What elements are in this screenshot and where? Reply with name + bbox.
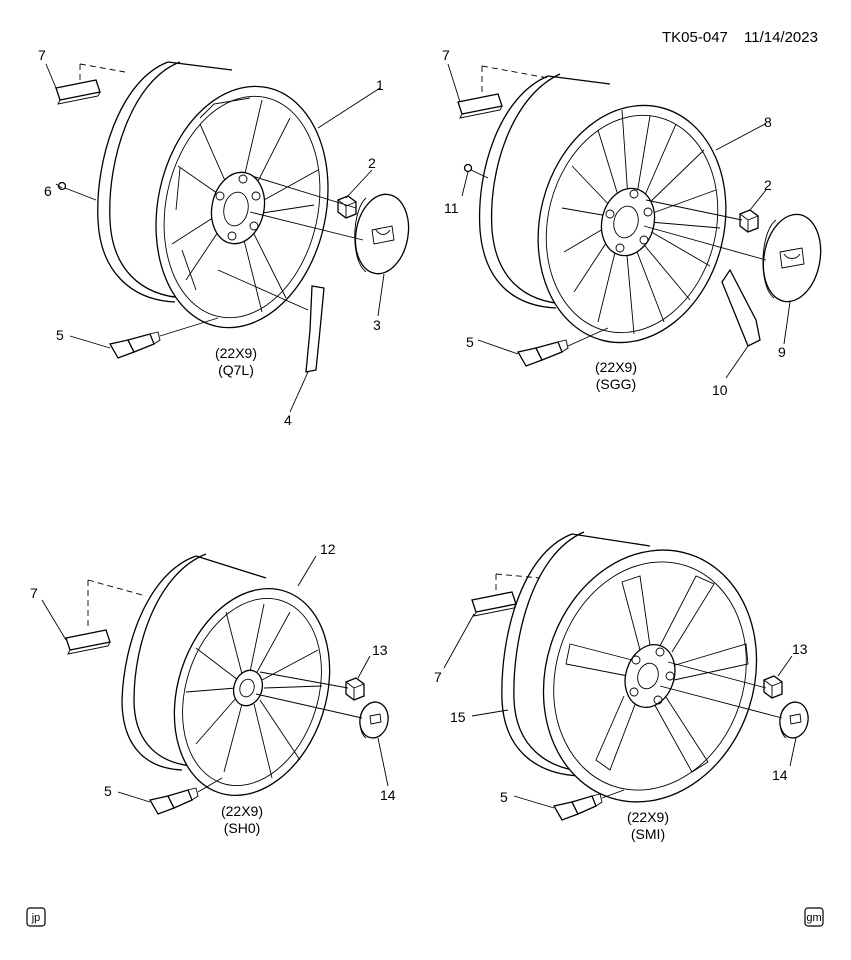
- jp-badge: jp: [26, 907, 46, 927]
- wheel-q7l-code: (Q7L): [218, 362, 254, 378]
- tpms-valve-5d: [552, 793, 603, 821]
- lug-nut-13b: [763, 675, 783, 699]
- lug-nut-2b: [739, 209, 759, 233]
- wheel-sgg-size: (22X9): [595, 359, 637, 375]
- trim-strip-4: [305, 285, 325, 373]
- gm-badge-text: gm: [806, 912, 821, 924]
- callout-7d: 7: [434, 669, 442, 685]
- wheel-sh0-spokes: [185, 603, 323, 779]
- wheel-q7l-size: (22X9): [215, 345, 257, 361]
- callout-7a: 7: [38, 47, 46, 63]
- center-cap-9: [762, 213, 822, 303]
- jp-badge-text: jp: [31, 912, 41, 924]
- balance-weight-11: [463, 163, 473, 173]
- callout-1: 1: [376, 77, 384, 93]
- wheel-smi-spokes: [565, 575, 749, 773]
- balance-weight-7b: [457, 65, 549, 119]
- callout-11: 11: [444, 200, 459, 216]
- wheel-sgg-assembly: [447, 63, 822, 379]
- callout-6: 6: [44, 183, 52, 199]
- center-cap-14a: [359, 701, 389, 739]
- wheel-sh0-size: (22X9): [221, 803, 263, 819]
- wheel-smi-size: (22X9): [627, 809, 669, 825]
- callout-2b: 2: [764, 177, 772, 193]
- callout-5c: 5: [104, 783, 112, 799]
- balance-weight-7c: [65, 579, 147, 655]
- callout-2a: 2: [368, 155, 376, 171]
- tpms-valve-5c: [148, 787, 199, 815]
- wheel-sh0-assembly: [41, 553, 389, 815]
- trim-piece-10: [721, 268, 761, 347]
- wheel-q7l-hub: [210, 171, 266, 245]
- callout-4: 4: [284, 412, 292, 428]
- callout-5a: 5: [56, 327, 64, 343]
- callout-14a: 14: [380, 787, 396, 803]
- wheel-smi-assembly: [443, 531, 809, 821]
- wheel-sh0-code: (SH0): [224, 820, 261, 836]
- callout-3: 3: [373, 317, 381, 333]
- wheel-q7l-assembly: [45, 61, 410, 413]
- callout-5d: 5: [500, 789, 508, 805]
- balance-weight-7d: [471, 573, 541, 617]
- center-cap-3: [354, 193, 410, 275]
- tpms-valve-5b: [516, 339, 569, 367]
- callout-7c: 7: [30, 585, 38, 601]
- wheel-sh0-hub: [232, 669, 264, 707]
- doc-id: TK05-047: [662, 29, 728, 46]
- doc-date: 11/14/2023: [744, 29, 818, 46]
- callout-8: 8: [764, 114, 772, 130]
- callout-13b: 13: [792, 641, 808, 657]
- wheel-smi-code: (SMI): [631, 826, 665, 842]
- balance-weight-7: [55, 63, 126, 105]
- gm-logo-icon: gm: [804, 907, 824, 927]
- callout-13a: 13: [372, 642, 388, 658]
- callout-5b: 5: [466, 334, 474, 350]
- wheel-sgg-code: (SGG): [596, 376, 636, 392]
- callout-7b: 7: [442, 47, 450, 63]
- callout-9: 9: [778, 344, 786, 360]
- center-cap-14b: [779, 701, 809, 739]
- callout-14b: 14: [772, 767, 788, 783]
- callout-10: 10: [712, 382, 728, 398]
- wheel-smi-hub: [624, 644, 676, 708]
- callout-15: 15: [450, 709, 466, 725]
- tpms-valve-5a: [108, 331, 161, 359]
- wheel-sgg-spokes: [561, 109, 721, 335]
- callout-12: 12: [320, 541, 336, 557]
- lug-nut-13a: [345, 677, 365, 701]
